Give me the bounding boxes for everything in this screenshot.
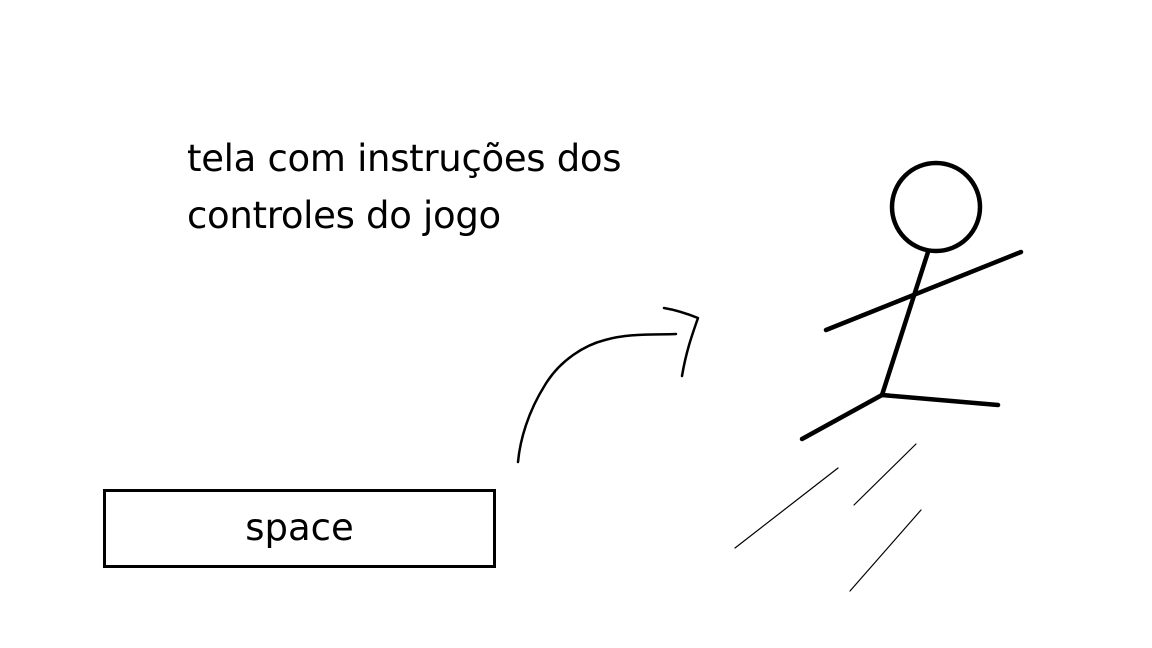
- space-key-label: space: [245, 506, 354, 549]
- figure-head: [889, 160, 983, 254]
- stick-figure-jumping-icon: [799, 160, 1024, 442]
- instructions-line-1: tela com instruções dos: [187, 137, 622, 180]
- figure-arms: [823, 249, 1024, 333]
- curved-arrow-icon: [516, 306, 700, 464]
- figure-leg-front: [879, 392, 1001, 408]
- figure-body: [879, 249, 931, 398]
- instructions-text: tela com instruções dos controles do jog…: [187, 130, 707, 244]
- space-key-box[interactable]: space: [103, 489, 496, 568]
- motion-line-3: [849, 509, 922, 592]
- motion-line-2: [853, 443, 917, 506]
- motion-lines-icon: [734, 443, 922, 592]
- instructions-line-2: controles do jogo: [187, 194, 501, 237]
- motion-line-1: [734, 467, 839, 549]
- figure-leg-back: [799, 392, 885, 442]
